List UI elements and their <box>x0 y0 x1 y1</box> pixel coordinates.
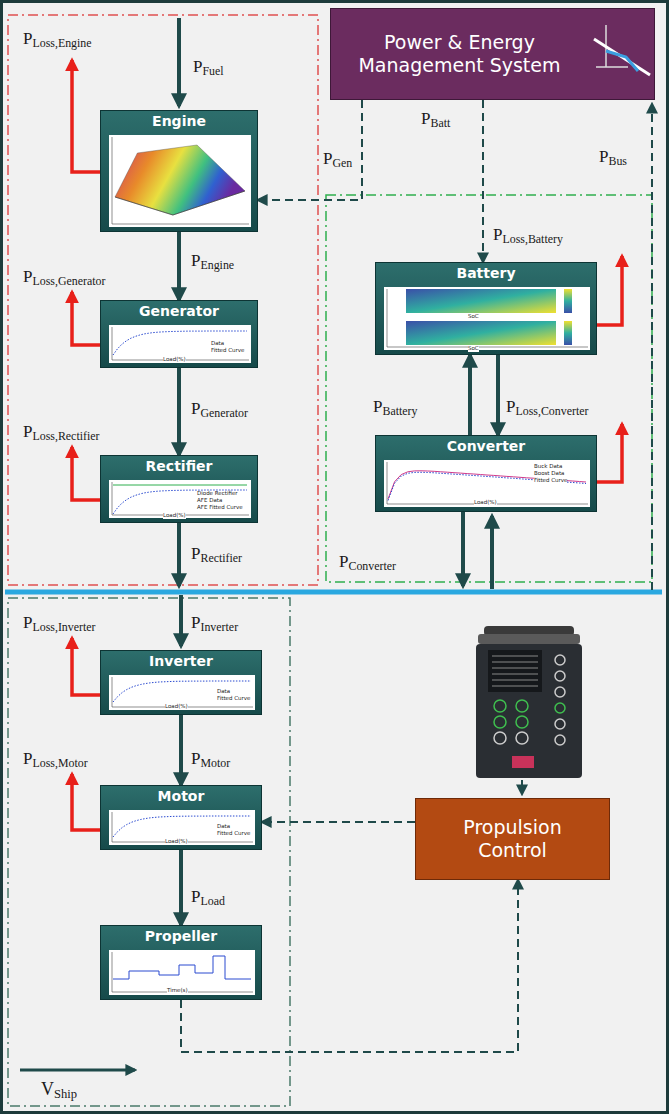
power-flow <box>468 355 472 435</box>
loss-arrows <box>72 60 622 830</box>
box-title: Power & Energy Management System <box>337 31 582 77</box>
chart-text: Diode Rectifier <box>197 491 238 497</box>
mini-chart <box>384 287 590 350</box>
storage-group <box>326 195 652 582</box>
chart-text: AFE Data <box>197 498 222 504</box>
chart-text: Fitted Curve <box>217 831 250 837</box>
battery-box: BatterySoC SoC <box>375 262 597 355</box>
chart-text: Fitted Curve <box>211 348 244 354</box>
edge-label: PEngine <box>190 252 235 272</box>
power-symbol: PLoss,Converter <box>505 398 589 418</box>
engine-box: Engine <box>100 110 258 232</box>
mini-chart <box>109 135 251 227</box>
chart-text: Load(%) <box>163 513 186 519</box>
generator-box: GeneratorDataFitted CurveLoad(%) <box>100 300 258 368</box>
power-symbol: PLoss,Inverter <box>22 614 97 634</box>
box-title: Propulsion Control <box>430 816 595 862</box>
power-symbol: PLoss,Battery <box>492 226 564 246</box>
chart-text: Fitted Curve <box>534 478 567 484</box>
chart-text: AFE Fitted Curve <box>197 505 243 511</box>
power-symbol: PLoss,Motor <box>22 750 89 770</box>
chart-text: Load(%) <box>474 500 497 506</box>
management-box: Power & Energy Management System <box>330 8 655 100</box>
pems-icon <box>592 23 652 83</box>
component-title: Propeller <box>101 926 261 944</box>
power-flow <box>179 715 183 785</box>
power-symbol: VShip <box>40 1080 78 1101</box>
power-flow <box>496 355 500 435</box>
chart-text: SoC <box>468 314 479 320</box>
power-symbol: PConverter <box>338 553 397 573</box>
power-symbol: PFuel <box>192 58 225 78</box>
chart-text: Load(%) <box>163 357 186 363</box>
control-box: Propulsion Control <box>415 798 610 880</box>
inverter-box: InverterDataFitted CurveLoad(%) <box>100 650 262 715</box>
chart-text: Time(s) <box>167 988 188 994</box>
rectifier-box: RectifierDiode RectifierAFE DataAFE Fitt… <box>100 455 258 523</box>
dc-bus <box>5 590 662 595</box>
power-symbol: PLoss,Engine <box>22 30 93 50</box>
throttle-illustration <box>476 626 582 778</box>
chart-text: Data <box>211 341 224 347</box>
control-signal <box>482 100 484 262</box>
control-signal <box>262 821 415 823</box>
chart-text: SoC <box>468 346 479 352</box>
component-title: Battery <box>376 263 596 281</box>
chart-text: Data <box>217 689 230 695</box>
edge-label: PBattery <box>372 398 418 418</box>
chart-text: Boost Data <box>534 471 564 477</box>
chart-text: Buck Data <box>534 464 562 470</box>
edge-label: PLoad <box>190 888 226 908</box>
edge-label: PGenerator <box>190 400 249 420</box>
control-signal <box>258 100 362 200</box>
generation-group <box>8 15 318 585</box>
motor-box: MotorDataFitted CurveLoad(%) <box>100 785 262 850</box>
power-flow <box>179 850 183 925</box>
component-title: Generator <box>101 301 257 319</box>
propulsion-group <box>8 598 290 1106</box>
component-title: Inverter <box>101 651 261 669</box>
power-flow <box>177 368 181 455</box>
propeller-box: PropellerTime(s) <box>100 925 262 1000</box>
chart-text: Load(%) <box>165 839 188 845</box>
chart-text: Data <box>217 824 230 830</box>
component-title: Motor <box>101 786 261 804</box>
component-title: Rectifier <box>101 456 257 474</box>
chart-text: Load(%) <box>165 704 188 710</box>
power-symbol: PBus <box>598 148 628 168</box>
component-title: Engine <box>101 111 257 129</box>
edge-label: PBatt <box>420 110 451 130</box>
chart-text: Fitted Curve <box>217 696 250 702</box>
power-symbol: PLoss,Rectifier <box>22 423 101 443</box>
power-flow <box>177 232 181 300</box>
edge-label: PMotor <box>190 750 231 770</box>
power-arrows <box>20 18 492 1070</box>
power-symbol: PInverter <box>190 614 239 634</box>
power-symbol: PRectifier <box>190 545 243 565</box>
edge-label: PGen <box>322 150 353 170</box>
component-title: Converter <box>376 436 596 454</box>
converter-box: ConverterBuck DataBoost DataFitted Curve… <box>375 435 597 512</box>
power-symbol: PLoss,Generator <box>22 268 106 288</box>
